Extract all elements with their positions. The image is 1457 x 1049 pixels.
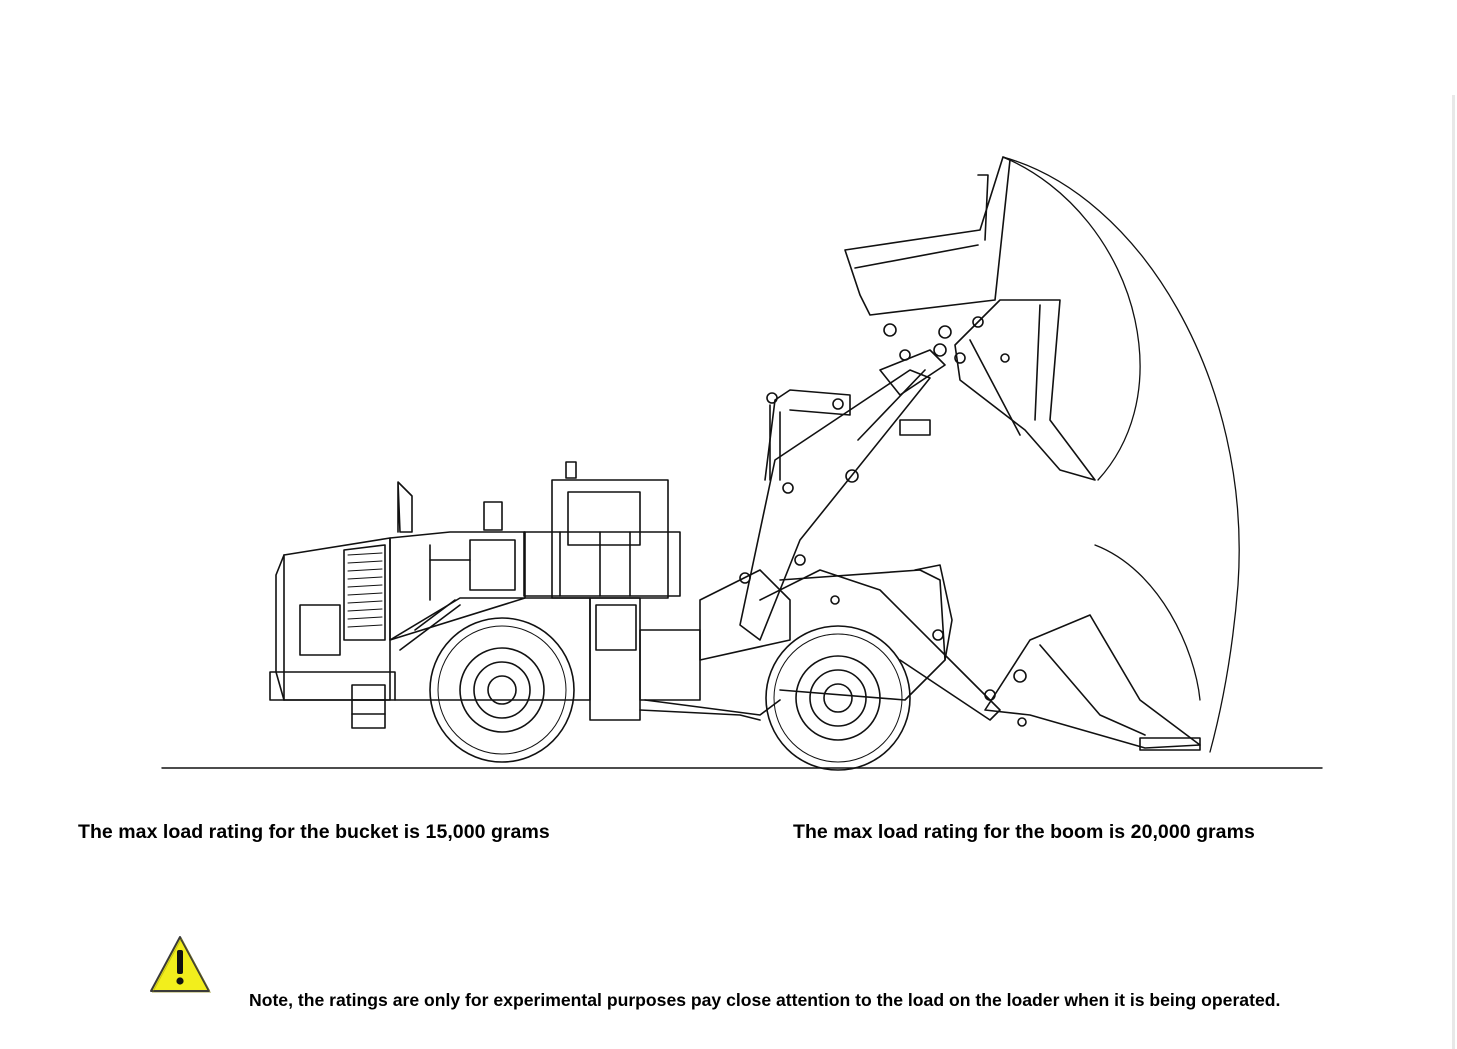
rear-wheel xyxy=(429,617,575,763)
boom-load-rating: The max load rating for the boom is 20,0… xyxy=(793,821,1255,843)
bucket-swing-arc xyxy=(1002,156,1240,753)
safety-note: Note, the ratings are only for experimen… xyxy=(249,990,1281,1010)
page-edge-divider xyxy=(1452,95,1455,1049)
beacon-light xyxy=(483,501,503,531)
front-wheel xyxy=(765,625,911,771)
lift-boom xyxy=(739,343,947,641)
warning-triangle-icon xyxy=(150,936,212,993)
dump-bucket-mid xyxy=(954,299,1096,481)
exhaust-stack xyxy=(397,481,413,533)
wheel-loader-drawing xyxy=(161,156,1323,771)
raised-bucket-top xyxy=(844,156,1011,361)
lowered-bucket xyxy=(984,614,1201,751)
articulation-frame xyxy=(639,569,791,721)
bucket-load-rating: The max load rating for the bucket is 15… xyxy=(78,821,550,843)
front-frame xyxy=(739,554,1001,721)
operator-cab xyxy=(523,461,681,721)
rear-engine-body xyxy=(269,537,396,729)
